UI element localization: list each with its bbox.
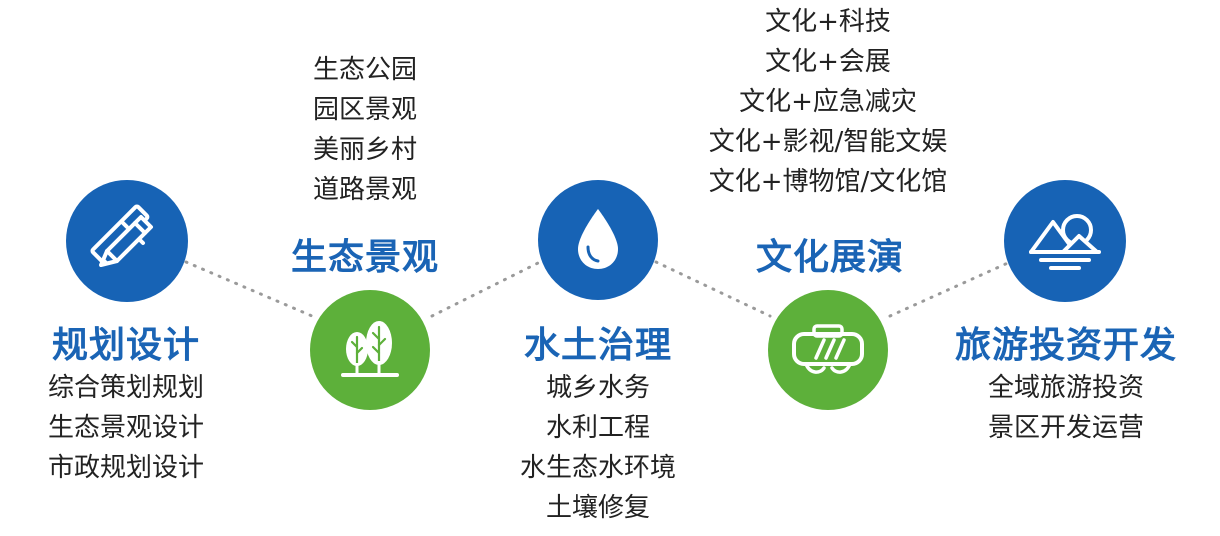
stage-list-landscape: 生态公园 园区景观 美丽乡村 道路景观 — [290, 50, 440, 210]
list-item: 文化+应急减灾 — [739, 87, 917, 117]
list-item: 文化+科技 — [765, 7, 891, 37]
list-item: 园区景观 — [312, 95, 417, 125]
list-item: 美丽乡村 — [312, 135, 417, 165]
list-item: 文化+博物馆/文化馆 — [708, 167, 948, 197]
water-drop-icon — [538, 180, 658, 300]
list-item: 水利工程 — [545, 413, 650, 443]
trees-icon — [310, 290, 430, 410]
list-item: 文化+影视/智能文娱 — [708, 127, 948, 157]
list-item: 综合策划规划 — [47, 373, 204, 403]
stage-title-landscape: 生态景观 — [290, 237, 439, 278]
stage-list-tourism: 全域旅游投资 景区开发运营 — [976, 368, 1156, 448]
stage-title-planning: 规划设计 — [51, 325, 200, 366]
mountain-sun-icon — [1004, 180, 1126, 302]
stage-title-tourism: 旅游投资开发 — [954, 325, 1177, 366]
list-item: 道路景观 — [312, 175, 417, 205]
list-item: 城乡水务 — [545, 373, 650, 403]
list-item: 文化+会展 — [765, 47, 891, 77]
list-item: 土壤修复 — [545, 493, 650, 523]
connector-2 — [430, 260, 542, 318]
stage-list-planning: 综合策划规划 生态景观设计 市政规划设计 — [36, 368, 216, 488]
list-item: 景区开发运营 — [987, 413, 1144, 443]
stage-list-water-soil: 城乡水务 水利工程 水生态水环境 土壤修复 — [500, 368, 696, 528]
stage-title-culture: 文化展演 — [755, 237, 904, 278]
list-item: 水生态水环境 — [519, 453, 676, 483]
list-item: 市政规划设计 — [47, 453, 204, 483]
vr-headset-icon — [768, 290, 888, 410]
pencil-ruler-icon — [66, 180, 188, 302]
list-item: 全域旅游投资 — [987, 373, 1144, 403]
stage-list-culture: 文化+科技 文化+会展 文化+应急减灾 文化+影视/智能文娱 文化+博物馆/文化… — [690, 2, 966, 202]
connector-3 — [654, 260, 772, 318]
stage-title-water-soil: 水土治理 — [523, 325, 672, 366]
list-item: 生态景观设计 — [47, 413, 204, 443]
list-item: 生态公园 — [312, 55, 417, 85]
connector-4 — [888, 260, 1012, 318]
